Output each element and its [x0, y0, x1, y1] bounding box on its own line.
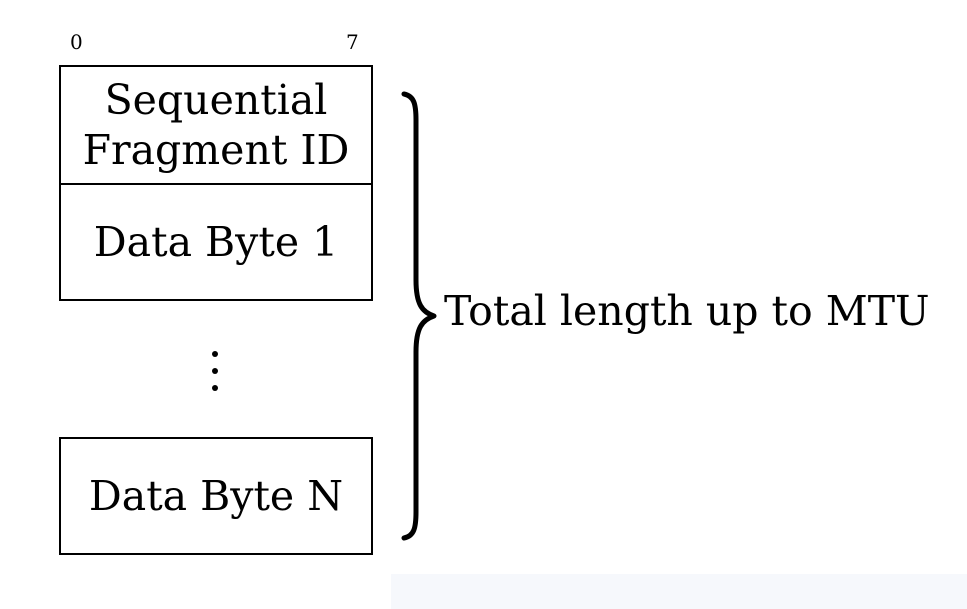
bit-index-end-label: 7 — [346, 30, 359, 54]
data-byte-first-field: Data Byte 1 — [59, 183, 373, 301]
bit-index-start-label: 0 — [70, 30, 83, 54]
bottom-background-strip — [391, 574, 967, 609]
vertical-ellipsis-icon — [212, 351, 218, 391]
total-length-label: Total length up to MTU — [444, 287, 930, 335]
fragment-id-label-line1: Sequential — [104, 76, 328, 124]
fragment-id-field: Sequential Fragment ID — [59, 65, 373, 185]
curly-brace-icon — [401, 91, 437, 541]
data-byte-last-field: Data Byte N — [59, 437, 373, 555]
data-byte-first-label: Data Byte 1 — [93, 218, 339, 266]
data-byte-last-label: Data Byte N — [88, 472, 344, 520]
fragment-id-label-line2: Fragment ID — [82, 126, 350, 174]
